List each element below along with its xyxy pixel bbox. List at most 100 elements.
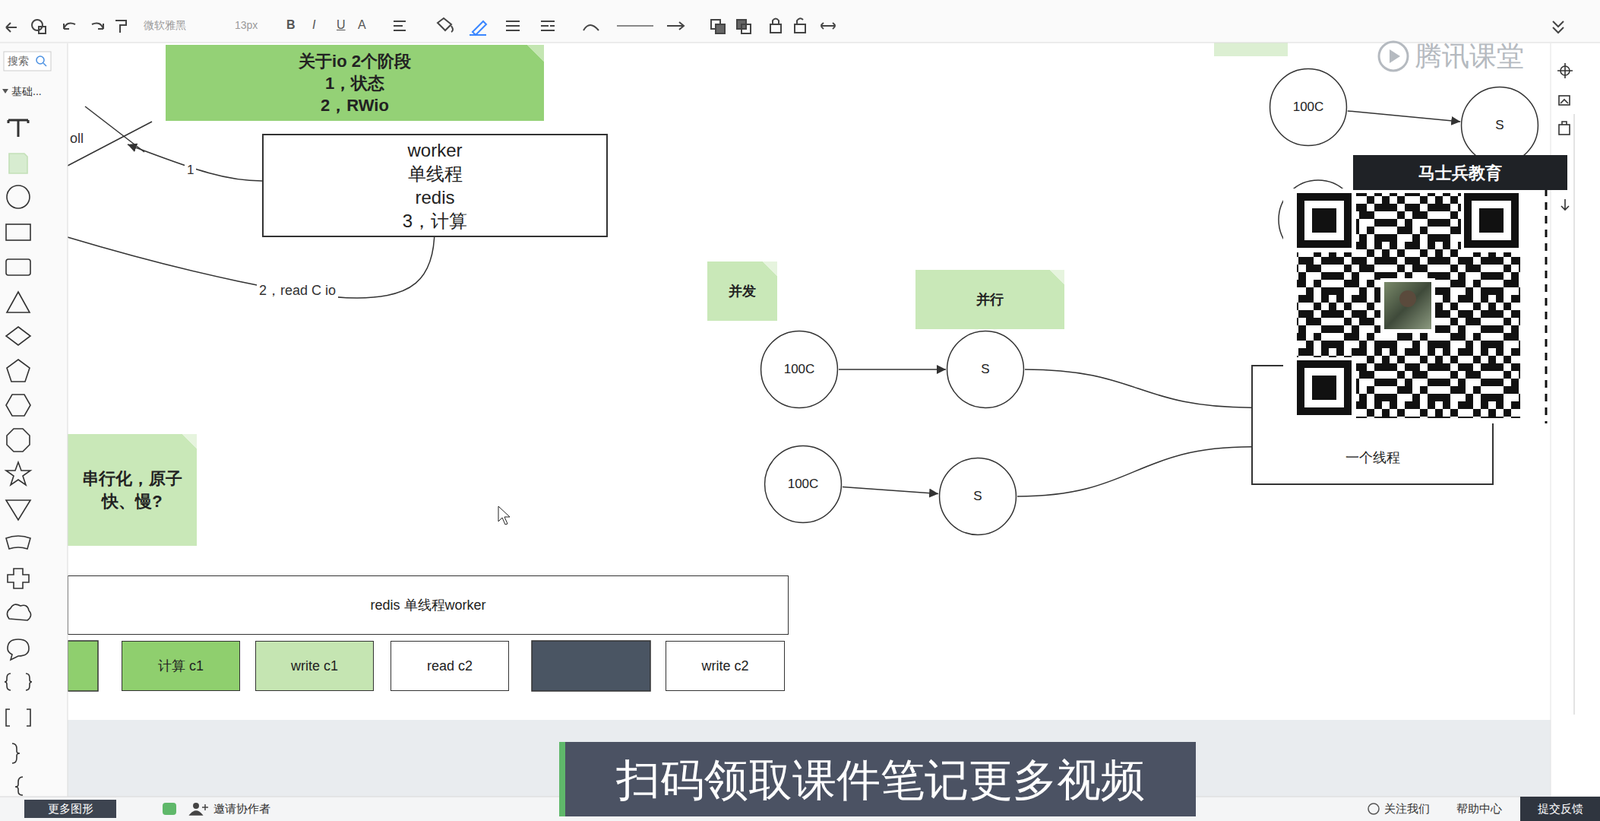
note: 串行化，原子快、慢? (67, 433, 197, 546)
step-box: read c2 (390, 640, 510, 691)
qr-finder (1293, 357, 1357, 420)
toolbar-icons (6, 18, 1564, 35)
state-circle: 100C (1268, 67, 1348, 147)
state-circle: 100C (763, 444, 843, 524)
status-link-holder: 邀请协作者 (213, 800, 271, 816)
status-link-holder: 帮助中心 (1456, 800, 1502, 816)
qr-code (1283, 188, 1551, 424)
font-name-holder: 微软雅黑 (143, 18, 187, 32)
toolbar (0, 0, 1600, 43)
toolbar-icons (505, 21, 520, 31)
circle-outline (947, 331, 1025, 408)
invite-icon (192, 802, 200, 809)
node-content: S (938, 456, 1018, 536)
shape-palette (7, 638, 29, 660)
toolbar-icons (393, 21, 406, 31)
node-text: 并发 (728, 281, 756, 301)
font-name: 微软雅黑 (143, 18, 187, 32)
qr-finder (1479, 208, 1504, 233)
toolbar-icons (38, 26, 46, 34)
node-content: 关于io 2个阶段1，状态2，RWio (165, 44, 544, 121)
qr-ground (1283, 188, 1551, 424)
qr-modules (1296, 192, 1521, 418)
cut-text: oll (69, 129, 84, 148)
shape-palette (6, 326, 31, 345)
status-button-holder: 更多图形 (24, 799, 117, 818)
qr-finder (1293, 189, 1357, 253)
node-content: 100C (763, 444, 843, 524)
shape-palette (6, 461, 31, 485)
connector (838, 368, 946, 370)
shape-palette (6, 259, 31, 276)
note: 并发 (707, 261, 778, 321)
toolbar-icons (63, 22, 76, 29)
toolbar-icons (115, 20, 127, 33)
follow-icon (1368, 803, 1379, 814)
toolbar-icons (821, 22, 835, 29)
node-content: write c2 (666, 641, 785, 690)
status-button-holder: 提交反馈 (1520, 796, 1600, 821)
shape-palette (9, 153, 28, 174)
circle-outline (1270, 69, 1348, 146)
node-subtext: redis (414, 185, 455, 209)
node-text: write c2 (701, 656, 749, 675)
cut-line (85, 106, 145, 152)
connector (1024, 369, 1252, 408)
right-tools (1558, 95, 1570, 105)
search-icon (36, 56, 45, 64)
qr-finder (1471, 200, 1512, 241)
node-text: write c1 (290, 656, 339, 675)
state-circle: S (938, 456, 1018, 536)
line-label: 1 (184, 161, 197, 179)
toolbar-icons (667, 22, 684, 30)
process-box: redis 单线程worker (67, 575, 789, 635)
palette-heading: 基础... (11, 84, 42, 99)
step-box: write c1 (255, 640, 374, 691)
search-placeholder: 搜索 (7, 53, 29, 68)
shape-palette (4, 120, 32, 795)
node-subtext: 2，RWio (320, 94, 389, 117)
toolbar-button-holder: A (357, 16, 367, 33)
node-content: 100C (759, 329, 839, 409)
promo-banner-holder: 扫码领取课件笔记更多视频 (559, 741, 1196, 816)
avatar (1399, 290, 1417, 307)
watermark: 腾讯课堂 (1414, 37, 1525, 74)
qr-finder (1293, 189, 1524, 420)
toolbar-button: B (286, 16, 296, 33)
circle-outline (765, 445, 842, 523)
search-placeholder-holder: 搜索 (7, 53, 29, 68)
sidebar-border (67, 43, 69, 797)
shape-palette (6, 394, 31, 416)
shape-palette (6, 708, 31, 726)
toolbar-icons (91, 22, 104, 29)
watermark-icon (1378, 41, 1408, 71)
circle-outline (761, 331, 838, 408)
node-content: S (1460, 85, 1540, 165)
line-label: 2，read C io (256, 281, 339, 300)
shape-palette (6, 499, 31, 520)
invite-icon (189, 803, 209, 815)
node-subtext: 1，状态 (325, 72, 385, 95)
node-text: 100C (784, 360, 816, 378)
toolbar-button-holder: U (336, 16, 346, 33)
node-text: 100C (787, 475, 819, 493)
node-text: S (980, 360, 990, 378)
toolbar-button: I (312, 16, 316, 33)
toolbar-border (0, 42, 1600, 44)
expand-triangle (2, 88, 9, 94)
node-content: write c1 (256, 641, 374, 690)
shape-palette (7, 568, 29, 589)
toolbar-icons (741, 24, 751, 34)
flow-line (67, 228, 435, 298)
scroll-track (1574, 113, 1575, 715)
qr-finder (1464, 192, 1519, 248)
status-icon (162, 802, 177, 815)
avatar-frame (1380, 278, 1436, 333)
node-content: S (945, 329, 1025, 409)
cut-line (67, 121, 152, 166)
toolbar-icons (711, 19, 721, 29)
process-box: worker单线程redis3，计算 (262, 133, 608, 238)
circle-outline (1461, 87, 1539, 165)
connector (1017, 446, 1252, 497)
